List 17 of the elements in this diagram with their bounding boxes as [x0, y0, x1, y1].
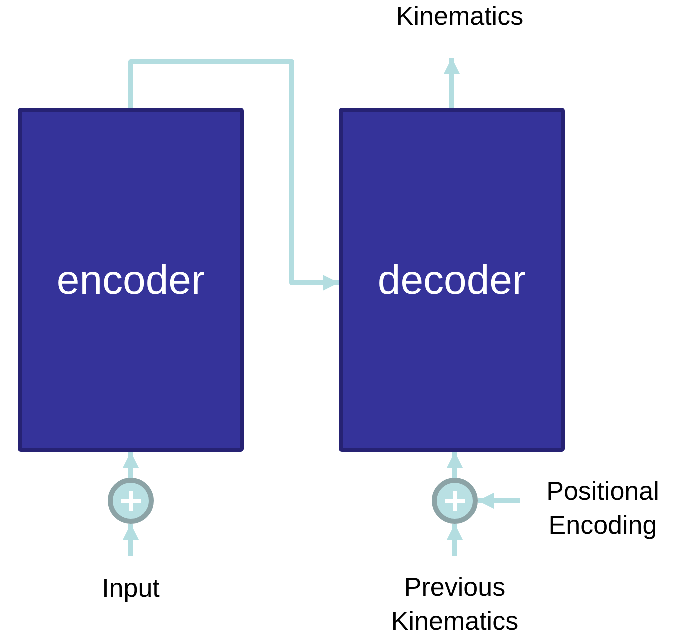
- arrow: [444, 58, 460, 108]
- text-label: Kinematics: [396, 0, 524, 33]
- block-label: encoder: [56, 256, 206, 304]
- block-label: decoder: [378, 256, 526, 304]
- arrow: [478, 493, 520, 509]
- arrow: [123, 452, 139, 478]
- encoder-block: [18, 108, 244, 452]
- sum-circle: [432, 478, 478, 524]
- text-label: Positional Encoding: [546, 475, 660, 542]
- arrow: [128, 60, 339, 291]
- text-label: Previous Kinematics: [390, 571, 520, 638]
- text-label: Input: [102, 572, 160, 606]
- arrow: [447, 452, 463, 478]
- sum-circle: [108, 478, 154, 524]
- decoder-block: [339, 108, 565, 452]
- arrow: [123, 524, 139, 556]
- arrow: [447, 524, 463, 556]
